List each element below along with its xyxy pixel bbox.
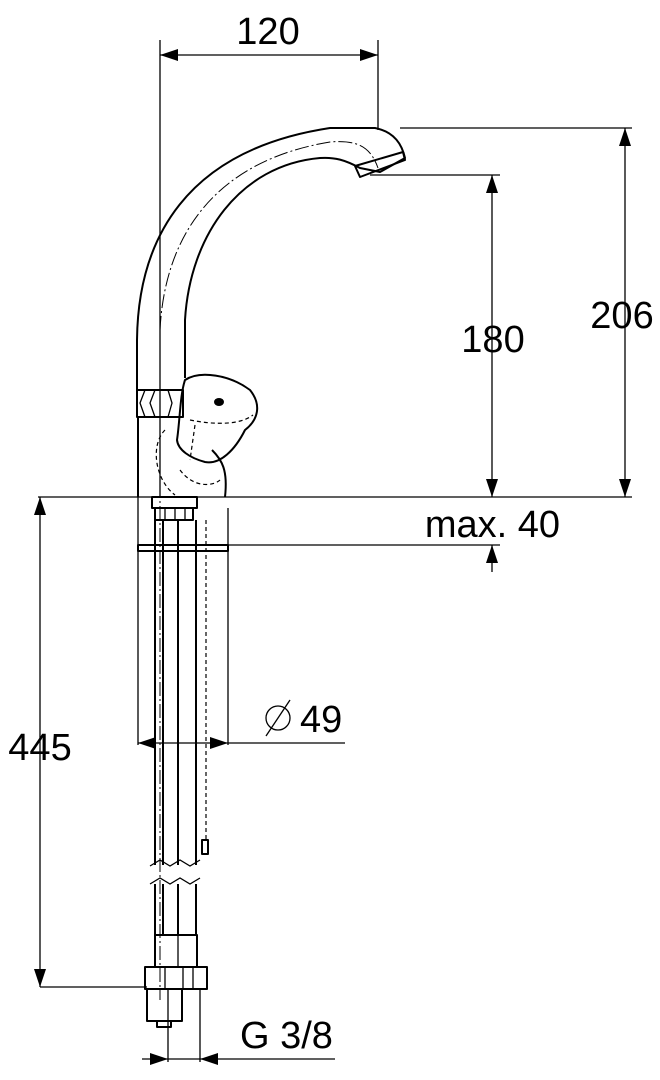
- handle-dot: [214, 398, 224, 406]
- label-diameter: 49: [300, 699, 342, 741]
- label-hose-length: 445: [8, 727, 71, 769]
- diameter-symbol: [265, 705, 291, 731]
- label-outlet-height: 180: [461, 319, 524, 361]
- faucet-outline: [136, 127, 406, 1028]
- dimension-lines: [34, 40, 632, 1065]
- label-connection-thread: G 3/8: [240, 1015, 333, 1057]
- label-max-thickness: max. 40: [425, 504, 560, 546]
- dimension-labels: 120 180 206 max. 40 49 445 G 3/8: [8, 11, 653, 1057]
- label-total-height: 206: [590, 295, 653, 337]
- label-spout-reach: 120: [236, 11, 299, 53]
